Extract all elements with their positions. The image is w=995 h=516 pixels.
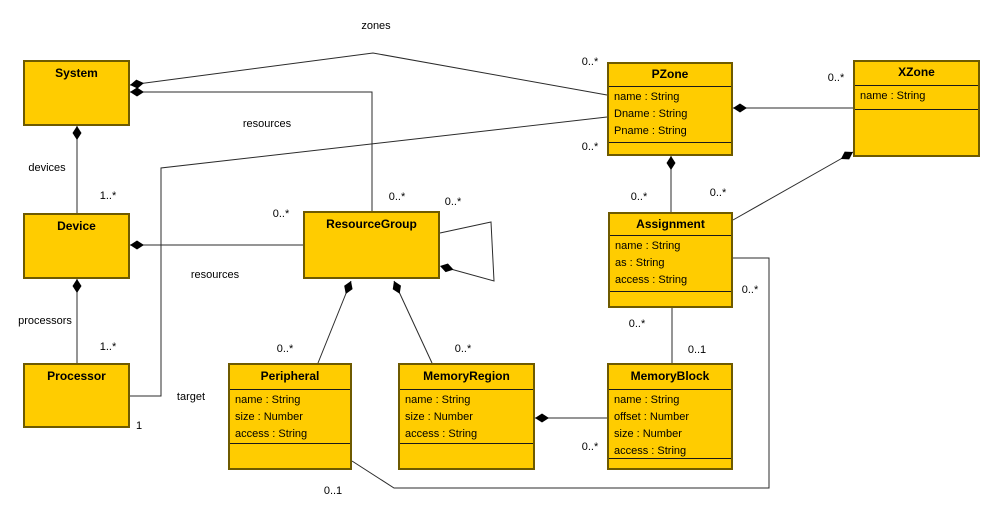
class-title: XZone [855, 62, 978, 86]
class-attribute: name : String [614, 394, 680, 406]
label-processors: processors [18, 315, 72, 327]
composition-diamond [72, 279, 82, 293]
operations-compartment [609, 459, 731, 468]
composition-diamond [392, 281, 401, 294]
label-mult-assignment-topright: 0..* [709, 187, 727, 199]
label-mult-processor: 1..* [99, 341, 117, 353]
composition-diamond [440, 263, 454, 273]
class-attribute: size : Number [614, 428, 682, 440]
class-attribute: access : String [615, 274, 688, 286]
class-resourcegroup[interactable]: ResourceGroup [303, 211, 440, 279]
edge-processor-pzone-target [130, 116, 608, 397]
edge-system-pzone-zones [129, 52, 608, 96]
class-attribute: size : Number [405, 411, 473, 423]
class-title: Device [57, 219, 96, 233]
label-mult-processor-target: 1 [135, 420, 143, 432]
class-attribute: name : String [614, 91, 680, 103]
class-attribute: Dname : String [614, 108, 688, 120]
label-mult-memoryregion-top: 0..* [454, 343, 472, 355]
operations-compartment [400, 444, 533, 468]
class-title: ResourceGroup [326, 217, 417, 231]
class-attribute: as : String [615, 257, 665, 269]
composition-diamond [130, 87, 144, 97]
class-device[interactable]: Device [23, 213, 130, 279]
operations-compartment [609, 143, 731, 154]
operations-compartment [230, 444, 350, 468]
composition-diamond [130, 240, 144, 250]
label-mult-device: 1..* [99, 190, 117, 202]
composition-diamond [666, 156, 676, 170]
label-devices: devices [28, 162, 66, 174]
class-attribute: name : String [235, 394, 301, 406]
class-system[interactable]: System [23, 60, 130, 126]
label-mult-peripheral-bottom: 0..1 [323, 485, 343, 497]
edge-resourcegroup-peripheral [317, 280, 352, 364]
composition-diamond [72, 126, 82, 140]
edge-resourcegroup-self [439, 221, 495, 282]
class-memoryregion[interactable]: MemoryRegion name : String size : Number… [398, 363, 535, 470]
edge-system-resourcegroup-resources [130, 91, 373, 211]
label-mult-peripheral-top: 0..* [276, 343, 294, 355]
class-pzone[interactable]: PZone name : String Dname : String Pname… [607, 62, 733, 156]
attributes-compartment: name : String offset : Number size : Num… [609, 390, 731, 459]
class-attribute: name : String [860, 90, 926, 102]
class-processor[interactable]: Processor [23, 363, 130, 428]
composition-diamond [733, 103, 747, 113]
label-target: target [176, 391, 206, 403]
label-resources-system: resources [242, 118, 292, 130]
class-title: MemoryBlock [609, 365, 731, 390]
class-title: Peripheral [230, 365, 350, 390]
composition-diamond [344, 281, 353, 294]
label-mult-xzone: 0..* [827, 72, 845, 84]
edge-xzone-assignment [732, 151, 854, 221]
class-memoryblock[interactable]: MemoryBlock name : String offset : Numbe… [607, 363, 733, 470]
attributes-compartment: name : String size : Number access : Str… [230, 390, 350, 444]
class-title: Assignment [610, 214, 731, 236]
class-title: MemoryRegion [400, 365, 533, 390]
class-attribute: name : String [405, 394, 471, 406]
label-mult-memoryblock-left: 0..* [581, 441, 599, 453]
class-attribute: size : Number [235, 411, 303, 423]
label-mult-pzone-zones: 0..* [581, 56, 599, 68]
label-mult-pzone-target: 0..* [581, 141, 599, 153]
class-attribute: access : String [235, 428, 308, 440]
class-attribute: Pname : String [614, 125, 687, 137]
composition-diamond [535, 413, 549, 423]
class-attribute: access : String [405, 428, 478, 440]
attributes-compartment: name : String as : String access : Strin… [610, 236, 731, 292]
operations-compartment [610, 292, 731, 306]
label-mult-assignment-right: 0..* [741, 284, 759, 296]
label-mult-resourcegroup-left: 0..* [272, 208, 290, 220]
class-attribute: offset : Number [614, 411, 689, 423]
label-mult-resourcegroup-self: 0..* [444, 196, 462, 208]
composition-diamond [840, 151, 853, 160]
class-attribute: access : String [614, 445, 687, 457]
attributes-compartment: name : String size : Number access : Str… [400, 390, 533, 444]
class-title: PZone [609, 64, 731, 87]
label-resources-device: resources [190, 269, 240, 281]
class-peripheral[interactable]: Peripheral name : String size : Number a… [228, 363, 352, 470]
label-zones: zones [361, 20, 391, 32]
class-xzone[interactable]: XZone name : String [853, 60, 980, 157]
attributes-compartment: name : String Dname : String Pname : Str… [609, 87, 731, 143]
class-assignment[interactable]: Assignment name : String as : String acc… [608, 212, 733, 308]
class-title: Processor [47, 369, 106, 383]
class-title: System [55, 66, 98, 80]
edge-assignment-peripheral [351, 257, 770, 489]
label-mult-resourcegroup-top: 0..* [388, 191, 406, 203]
label-mult-assignment-topleft: 0..* [630, 191, 648, 203]
operations-compartment [855, 110, 978, 155]
label-mult-assignment-bottom: 0..* [628, 318, 646, 330]
label-mult-memoryblock-top: 0..1 [687, 344, 707, 356]
composition-diamond [130, 79, 144, 89]
edge-resourcegroup-memoryregion [393, 280, 433, 364]
class-attribute: name : String [615, 240, 681, 252]
attributes-compartment: name : String [855, 86, 978, 110]
